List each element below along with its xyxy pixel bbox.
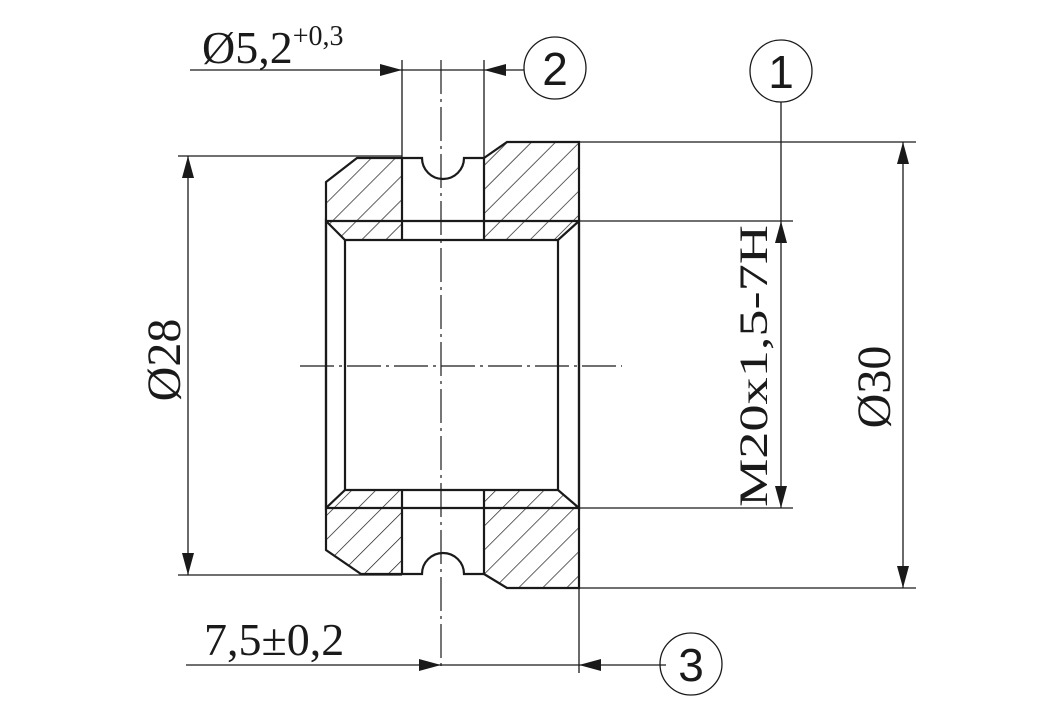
callout-3-circle [659, 632, 723, 696]
hatch-bottom-right [484, 490, 579, 588]
hole-diameter-tolerance: +0,3 [293, 21, 344, 52]
hole-position-label: 7,5±0,2 [204, 614, 344, 665]
thread-label: M20x1,5-7H [731, 225, 776, 507]
arrow-o30-top [897, 142, 909, 164]
callout-2: 2 [523, 36, 587, 100]
hatch-top-right [484, 142, 579, 240]
bore-outline [324, 218, 581, 511]
callout-2-circle [523, 36, 587, 100]
part-outline [324, 140, 581, 590]
dim-outer-left: Ø28 [138, 155, 402, 576]
dim-hole-diameter: Ø5,2+0,3 [190, 21, 524, 158]
callout-1-label: 1 [768, 46, 794, 98]
center-lines [300, 60, 622, 670]
callout-1: 1 [749, 39, 813, 221]
hole-notch-top [402, 156, 484, 181]
hatch-bottom-left [326, 490, 402, 574]
arrow-hole-right [484, 64, 506, 76]
hole-diameter-base: Ø5,2 [202, 22, 293, 73]
arrow-thread-top [775, 221, 787, 243]
hatch-top-left [326, 158, 402, 240]
callout-2-label: 2 [542, 43, 568, 95]
dim-hole-position: 7,5±0,2 [186, 588, 666, 673]
arrow-o30-bottom [897, 566, 909, 588]
dim-outer-right: Ø30 [579, 141, 916, 589]
hole-diameter-label: Ø5,2+0,3 [202, 21, 344, 73]
arrow-o28-top [182, 156, 194, 178]
callout-1-circle [749, 39, 813, 103]
arrow-o28-bottom [182, 553, 194, 575]
o30-label: Ø30 [848, 346, 901, 429]
dim-thread: M20x1,5-7H [579, 220, 793, 509]
o28-label: Ø28 [138, 319, 191, 402]
arrow-hole-left [380, 64, 402, 76]
callout-3: 3 [659, 632, 723, 696]
callout-3-label: 3 [678, 639, 704, 691]
arrow-pos-right [579, 659, 601, 671]
section-hatching [326, 142, 579, 588]
arrow-pos-left [419, 659, 441, 671]
arrow-thread-bottom [775, 486, 787, 508]
hole-notch-bottom [402, 551, 484, 576]
